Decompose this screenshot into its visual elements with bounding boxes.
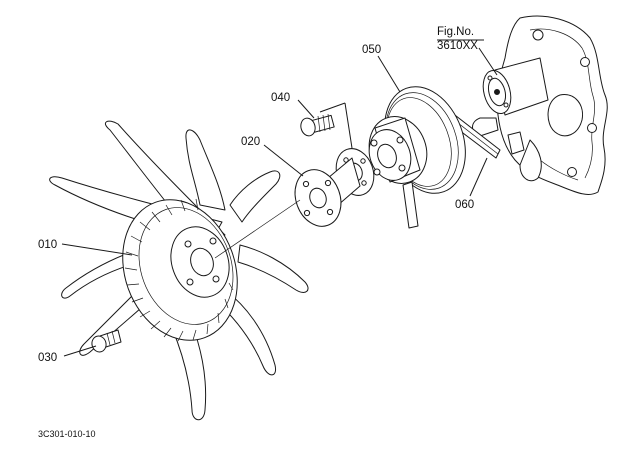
leader-lines — [61, 39, 498, 357]
pulley-bolt — [300, 113, 335, 137]
callout-010: 010 — [38, 239, 57, 251]
callout-040: 040 — [271, 92, 290, 104]
fan-spacer — [294, 148, 375, 227]
drawing-code: 3C301-010-10 — [38, 429, 96, 439]
callout-050: 050 — [362, 44, 381, 56]
callout-060: 060 — [455, 199, 474, 211]
fan-bolt — [91, 329, 122, 353]
fan-pulley — [368, 86, 466, 229]
water-pump-housing — [472, 15, 608, 195]
assembly-axis-line — [214, 199, 301, 259]
cooling-fan — [49, 120, 309, 421]
callout-030: 030 — [38, 352, 57, 364]
fig-ref-number: 3610XX — [437, 40, 478, 52]
callout-020: 020 — [241, 136, 260, 148]
fig-ref-label: Fig.No. — [437, 26, 474, 38]
